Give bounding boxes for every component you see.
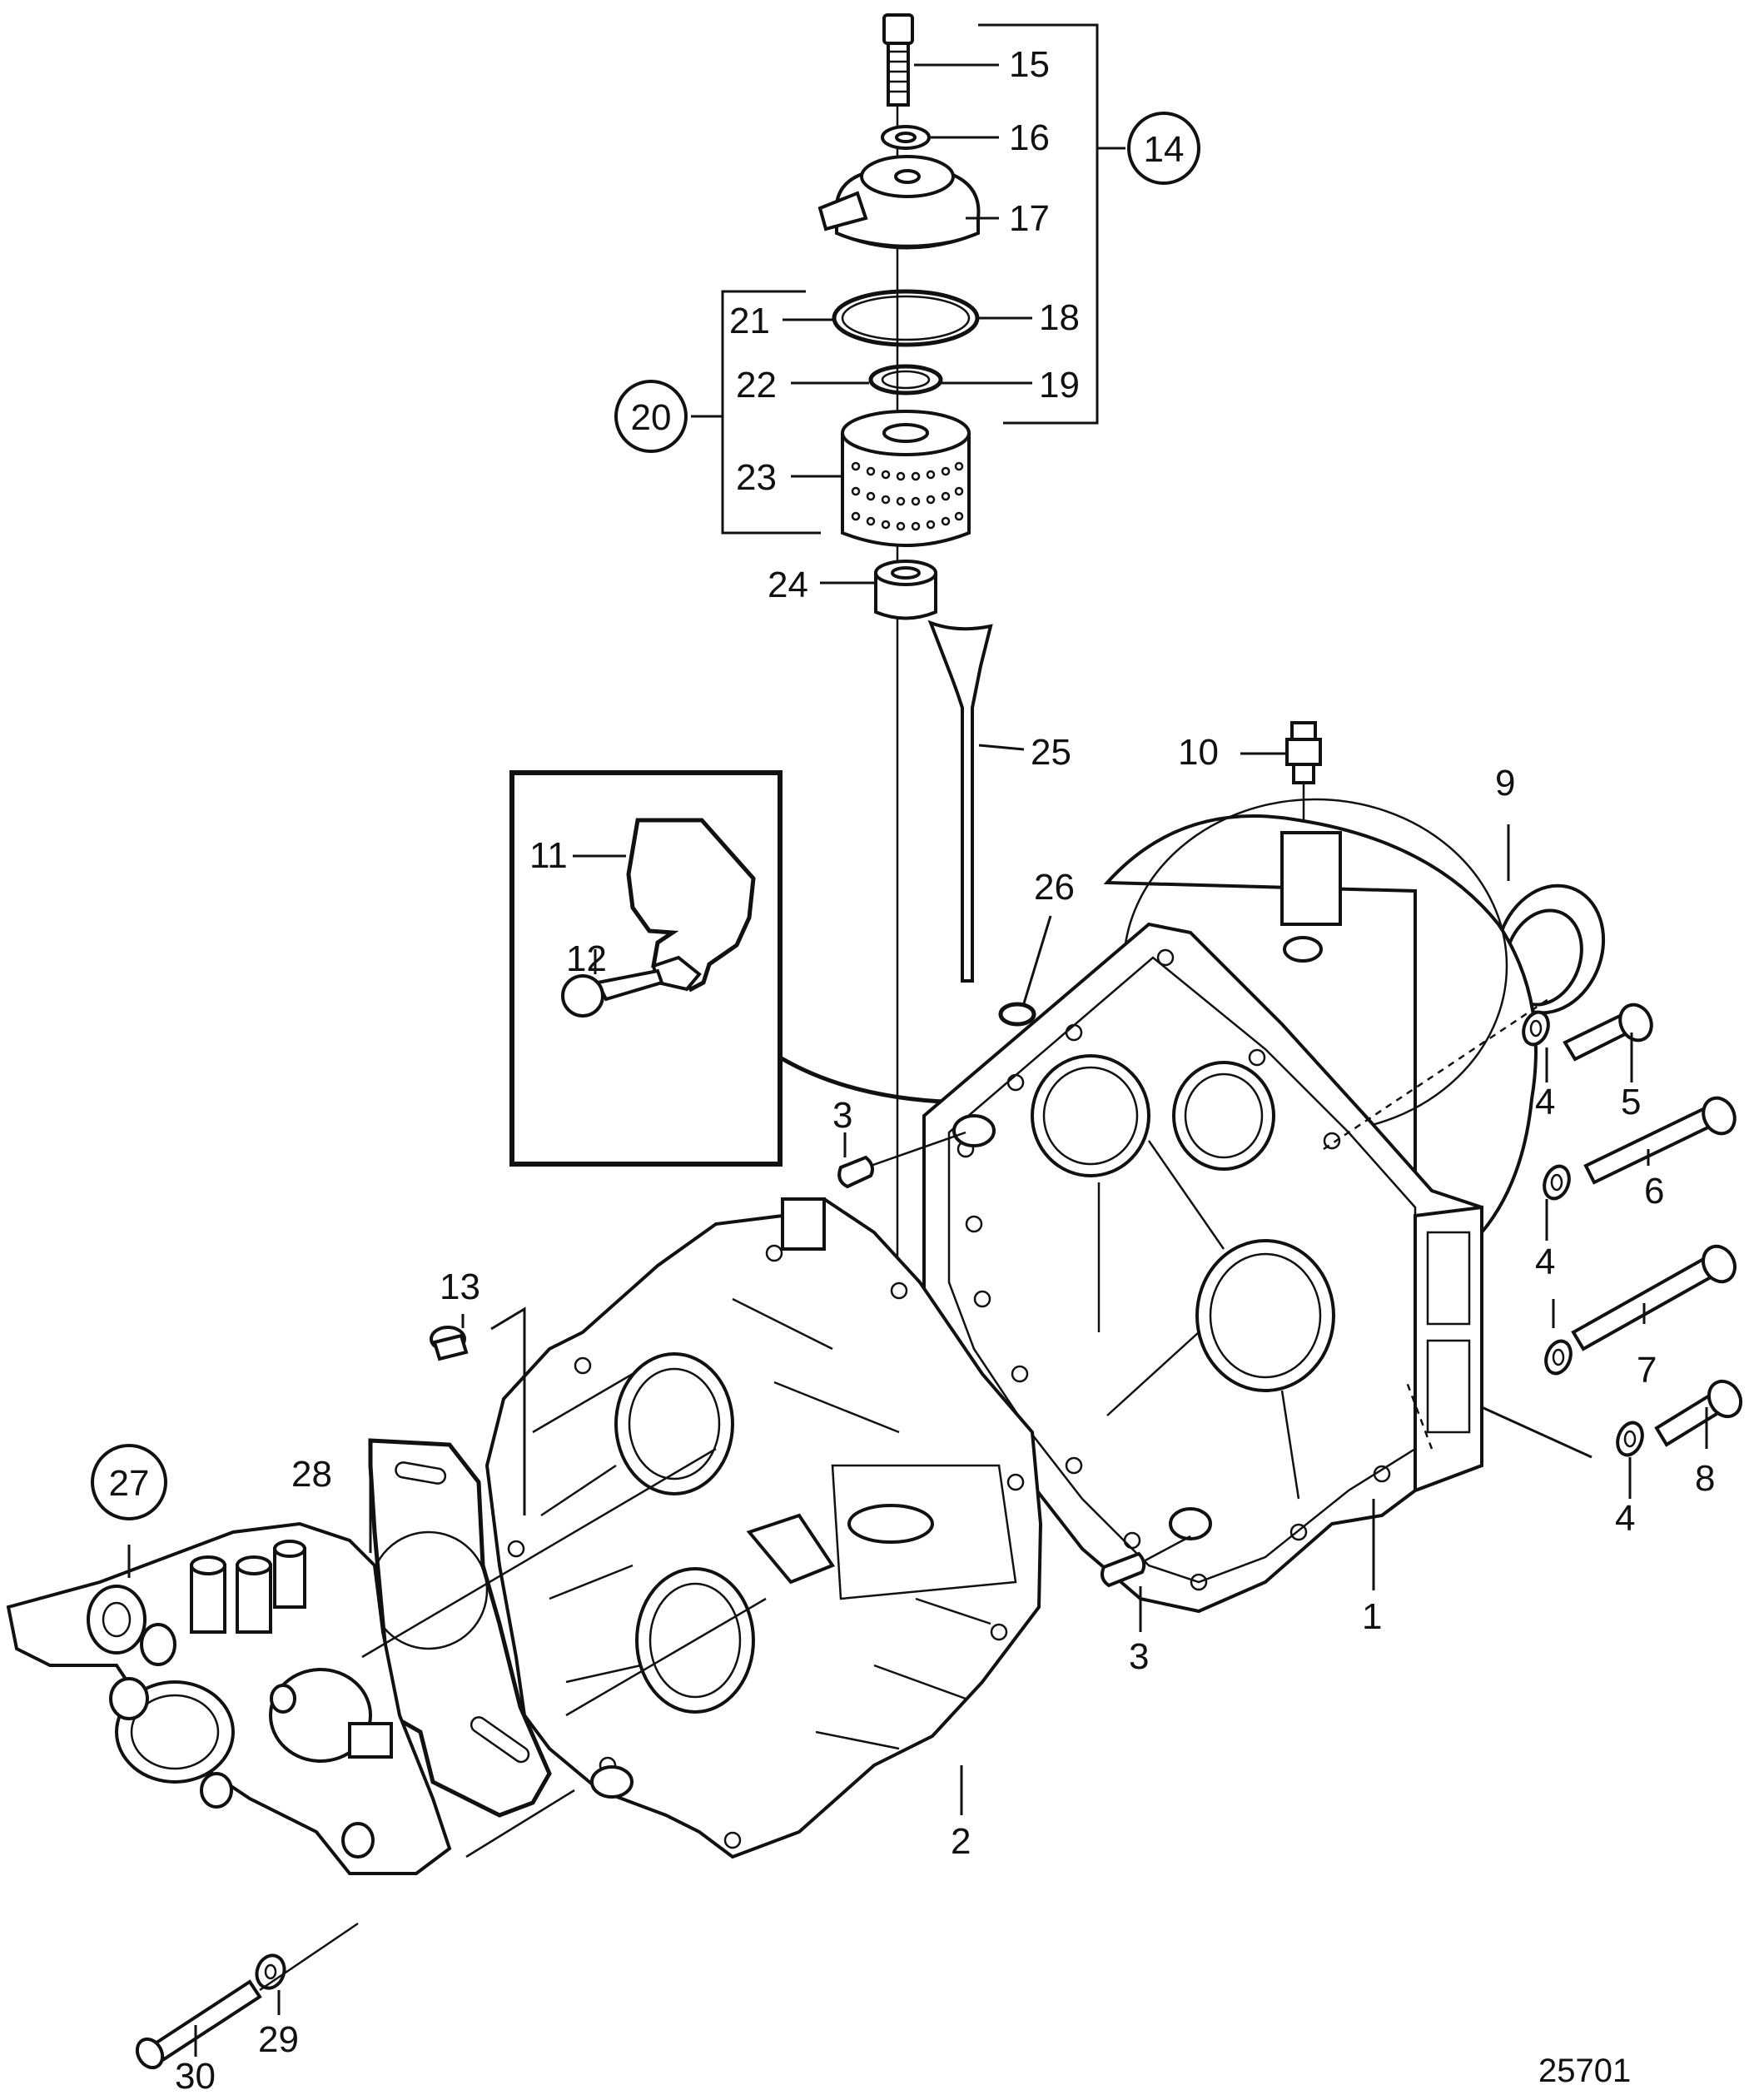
callout-7: 7 <box>1637 1350 1657 1391</box>
detail-inset-box <box>509 770 783 1167</box>
circled-callouts: 14 20 27 <box>91 112 1200 1520</box>
part-5-bolt <box>1563 1003 1653 1082</box>
reference-number: 25701 <box>1538 2053 1631 2089</box>
part-3-dowel-pin-lower <box>1101 1535 1191 1632</box>
part-8-bolt <box>1654 1379 1743 1449</box>
part-18-o-ring <box>832 289 980 347</box>
callout-10: 10 <box>1178 732 1219 773</box>
callout-19: 19 <box>1039 365 1080 406</box>
part-26-o-ring <box>998 915 1052 1027</box>
callout-29: 29 <box>258 2019 299 2060</box>
callout-3b: 3 <box>1129 1636 1149 1677</box>
callout-14: 14 <box>1144 129 1185 170</box>
circle-27 <box>91 1444 167 1520</box>
part-3-dowel-pin-upper <box>837 1131 966 1189</box>
part-24-spacer <box>874 560 937 620</box>
part-29-washer <box>255 1953 286 2015</box>
callout-15: 15 <box>1009 44 1050 85</box>
part-17-cover <box>817 155 981 250</box>
callout-17: 17 <box>1009 198 1050 239</box>
circle-20 <box>614 380 688 453</box>
part-15-screw <box>882 13 914 107</box>
callout-26: 26 <box>1034 867 1075 908</box>
circle-14 <box>1127 112 1200 185</box>
part-7-bolt <box>1571 1244 1737 1351</box>
callout-4c: 4 <box>1615 1498 1635 1539</box>
part-16-washer <box>881 125 931 150</box>
callout-4a: 4 <box>1535 1082 1555 1122</box>
filter-assembly <box>691 13 1125 1557</box>
callout-4b: 4 <box>1535 1242 1555 1282</box>
callout-13: 13 <box>440 1266 480 1307</box>
callout-2: 2 <box>951 1821 971 1862</box>
part-19-seal <box>868 364 943 396</box>
callout-24: 24 <box>768 565 808 605</box>
callout-25: 25 <box>1031 732 1071 773</box>
part-27-valve-body <box>6 1521 452 1875</box>
part-25-dipstick <box>927 620 1025 983</box>
callout-22: 22 <box>736 365 777 406</box>
callout-30: 30 <box>175 2056 216 2097</box>
part-10-sensor <box>1240 721 1322 841</box>
part-2-gear-housing <box>484 1197 1043 1859</box>
part-13-plug <box>430 1306 526 1515</box>
callout-16: 16 <box>1009 117 1050 158</box>
part-23-filter-element <box>841 410 971 547</box>
callout-3a: 3 <box>832 1095 852 1136</box>
callout-5: 5 <box>1621 1082 1641 1122</box>
part-4-washers <box>1481 1010 1644 1499</box>
callout-23: 23 <box>736 457 777 498</box>
callout-12: 12 <box>566 938 607 979</box>
callout-labels: 15 16 17 18 19 21 22 23 24 25 26 10 9 11… <box>175 44 1715 2097</box>
callout-9: 9 <box>1495 763 1515 804</box>
callout-8: 8 <box>1695 1458 1715 1499</box>
callout-11: 11 <box>529 835 568 876</box>
callout-1: 1 <box>1362 1596 1382 1637</box>
callout-18: 18 <box>1039 297 1080 338</box>
callout-28: 28 <box>291 1454 332 1495</box>
callout-21: 21 <box>729 301 770 341</box>
part-30-bolt <box>135 1922 359 2070</box>
part-1-flywheel-housing <box>922 798 1538 1614</box>
part-6-bolt <box>1583 1096 1737 1185</box>
callout-27: 27 <box>109 1463 150 1504</box>
callout-20: 20 <box>631 397 672 438</box>
callout-6: 6 <box>1644 1171 1664 1212</box>
